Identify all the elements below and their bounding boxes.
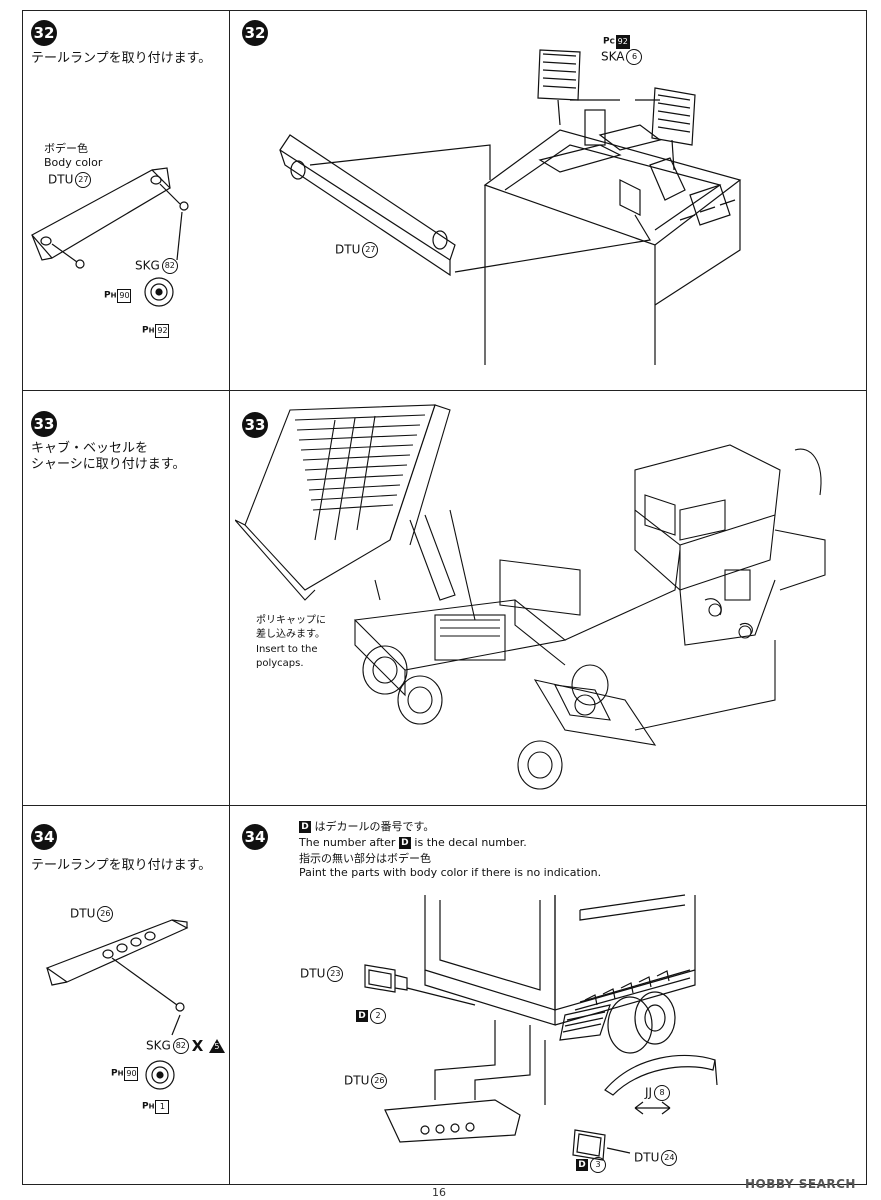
paint-sub: H: [148, 326, 155, 335]
step-32-number-right: 32: [242, 20, 268, 46]
part-dtu-label: DTU: [48, 172, 74, 187]
part-number-circle: 8: [654, 1085, 671, 1101]
paint-number-box: 90: [117, 288, 132, 303]
step-32-number: 32: [31, 20, 57, 46]
hobbysearch-watermark: HOBBY SEARCH: [745, 1177, 856, 1191]
decal-d-box: D: [576, 1159, 588, 1171]
step-32-instruction: テールランプを取り付けます。: [31, 51, 212, 66]
decal-note-jp-text: はデカールの番号です。: [314, 820, 435, 833]
paint-number-box: 90: [124, 1066, 139, 1081]
step-33-number: 33: [31, 411, 57, 437]
step-34-number: 34: [31, 824, 57, 850]
decal-d-box: D: [356, 1010, 368, 1022]
triangle-number: 5: [214, 1042, 220, 1051]
decal-note-jp: D はデカールの番号です。: [299, 820, 434, 834]
part-dtu-label: DTU: [70, 906, 96, 921]
part-skg-label: SKG: [135, 258, 160, 273]
body-color-en: Body color: [44, 156, 103, 169]
part-number-circle: 82: [172, 1038, 189, 1054]
step-33-truck-assembly-drawing: [235, 404, 826, 790]
part-dtu-label: DTU: [335, 242, 361, 257]
step-33-number-right: 33: [242, 412, 268, 438]
part-number-circle: 26: [97, 906, 114, 922]
part-number-circle: 23: [327, 966, 344, 982]
x-mark: X: [191, 1037, 204, 1055]
decal-d-box: D: [398, 837, 411, 849]
step-32-rear-frame-drawing: [279, 49, 742, 365]
paint-number-box: 92: [155, 323, 170, 338]
decal-number-circle: 2: [370, 1008, 386, 1024]
part-number-circle: 26: [371, 1073, 388, 1089]
part-number-circle: 24: [661, 1150, 678, 1166]
column-divider: [229, 10, 230, 1185]
paint-number-box: 92: [615, 34, 630, 49]
decal-note-en: The number after D is the decal number.: [299, 836, 527, 850]
decal-d-box: D: [299, 821, 311, 833]
paint-sub: C: [609, 37, 615, 46]
part-jj-label: JJ: [645, 1085, 653, 1100]
polycap-note-jp-2: 差し込みます。: [256, 629, 325, 640]
paint-sub: H: [110, 291, 117, 300]
step-34-instruction: テールランプを取り付けます。: [31, 858, 212, 873]
paint-sub: H: [117, 1069, 124, 1078]
part-dtu-label: DTU: [300, 966, 326, 981]
page-frame: [22, 10, 867, 1185]
decal-note-en-prefix: The number after: [299, 836, 396, 849]
step-32-tail-lamp-drawing: [31, 167, 189, 307]
body-color-jp: ボデー色: [44, 142, 88, 155]
page-number: 16: [432, 1186, 446, 1199]
polycap-note-jp-1: ポリキャップに: [256, 615, 326, 626]
step-34-number-right: 34: [242, 824, 268, 850]
part-number-circle: 27: [362, 242, 379, 258]
paint-mark: P: [142, 1101, 149, 1112]
part-number-circle: 82: [161, 258, 178, 274]
row-divider-2: [22, 805, 867, 806]
paint-mark: P: [111, 1068, 118, 1079]
paint-number-box: 1: [155, 1099, 170, 1114]
triangle-mark: 5: [209, 1039, 226, 1053]
decal-note-en-suffix: is the decal number.: [414, 836, 527, 849]
part-dtu-label: DTU: [634, 1150, 660, 1165]
step-33-instruction-line2: シャーシに取り付けます。: [31, 457, 186, 472]
part-number-circle: 6: [626, 49, 643, 65]
part-dtu-label: DTU: [344, 1073, 370, 1088]
decal-number-circle: 3: [590, 1157, 606, 1173]
paint-sub: H: [148, 1102, 155, 1111]
polycap-note-en-2: polycaps.: [256, 658, 304, 669]
paint-mark: P: [603, 36, 610, 47]
step-34-rear-assembly-drawing: [364, 894, 718, 1161]
part-number-circle: 27: [75, 172, 92, 188]
polycap-note-en-1: Insert to the: [256, 644, 318, 655]
paint-mark: P: [104, 290, 111, 301]
row-divider-1: [22, 390, 867, 391]
paint-mark: P: [142, 325, 149, 336]
paint-note-en: Paint the parts with body color if there…: [299, 866, 602, 879]
part-ska-label: SKA: [601, 49, 625, 64]
part-skg-label: SKG: [146, 1038, 171, 1053]
step-34-tail-lamp-drawing: [45, 919, 189, 1090]
paint-note-jp: 指示の無い部分はボデー色: [299, 852, 431, 865]
step-33-instruction-line1: キャブ・ベッセルを: [31, 441, 149, 456]
